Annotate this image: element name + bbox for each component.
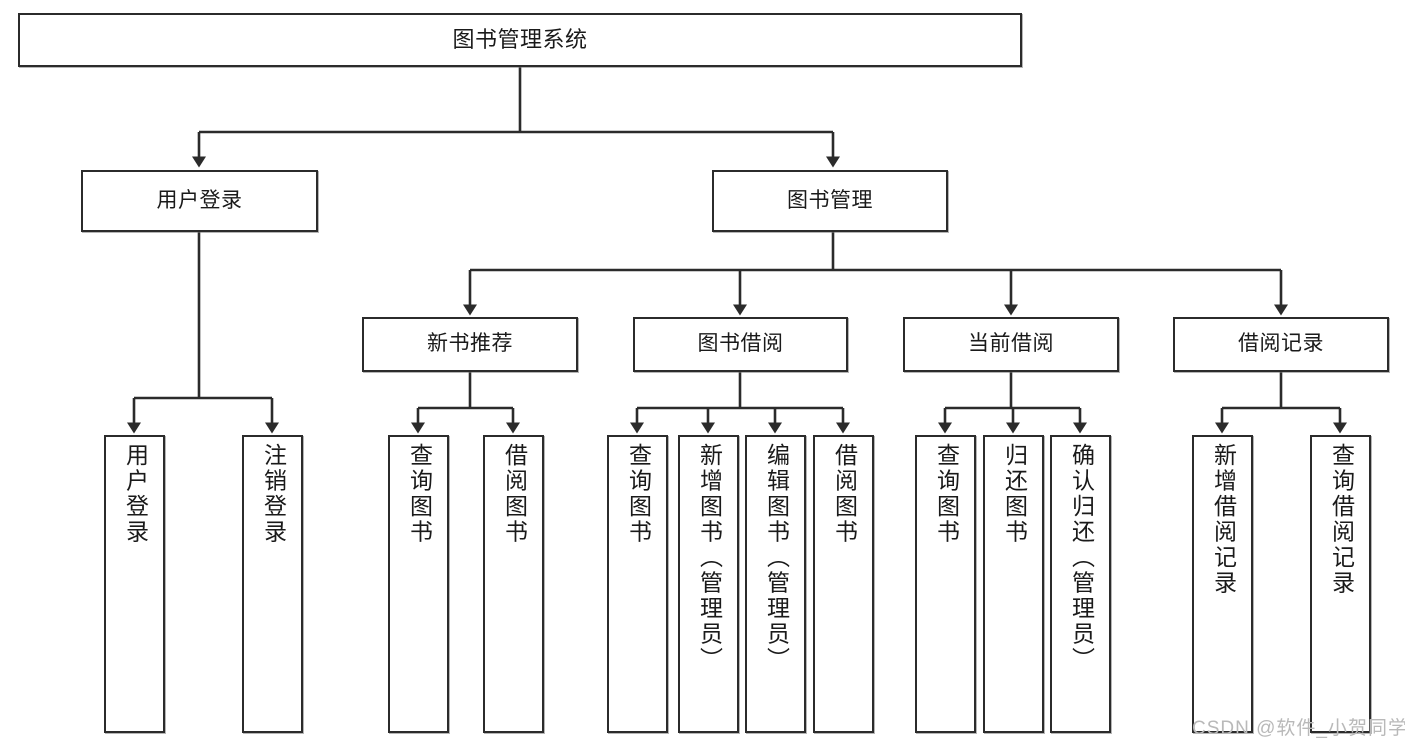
node-label: 新书推荐 <box>427 332 513 356</box>
node-label: 注销登录 <box>260 443 287 545</box>
node-label: 新增图书（管理员） <box>696 443 723 673</box>
node-borrow-record[interactable]: 借阅记录 <box>1173 317 1389 372</box>
watermark-text: CSDN @软件_小贺同学 <box>1192 718 1405 739</box>
node-leaf-query-record[interactable]: 查询借阅记录 <box>1310 435 1371 733</box>
node-label: 查询图书 <box>406 443 433 545</box>
node-leaf-query-book-3[interactable]: 查询图书 <box>915 435 976 733</box>
node-label: 借阅记录 <box>1238 332 1324 356</box>
node-leaf-return-book[interactable]: 归还图书 <box>983 435 1044 733</box>
node-leaf-confirm-return[interactable]: 确认归还（管理员） <box>1050 435 1111 733</box>
node-label: 当前借阅 <box>968 332 1054 356</box>
node-label: 归还图书 <box>1001 443 1028 545</box>
node-label: 查询借阅记录 <box>1328 443 1355 596</box>
node-label: 查询图书 <box>625 443 652 545</box>
node-label: 确认归还（管理员） <box>1068 443 1095 673</box>
node-label: 用户登录 <box>122 443 149 545</box>
node-label: 图书借阅 <box>697 332 784 356</box>
node-leaf-add-book[interactable]: 新增图书（管理员） <box>678 435 739 733</box>
node-label: 用户登录 <box>156 188 243 212</box>
node-label: 图书管理系统 <box>452 27 588 53</box>
node-label: 图书管理 <box>787 188 873 212</box>
node-leaf-borrow-book-1[interactable]: 借阅图书 <box>483 435 544 733</box>
node-leaf-add-record[interactable]: 新增借阅记录 <box>1192 435 1253 733</box>
node-leaf-logout[interactable]: 注销登录 <box>242 435 303 733</box>
node-new-book-recommend[interactable]: 新书推荐 <box>362 317 578 372</box>
node-leaf-borrow-book-2[interactable]: 借阅图书 <box>813 435 874 733</box>
node-current-borrow[interactable]: 当前借阅 <box>903 317 1119 372</box>
node-label: 借阅图书 <box>831 443 858 545</box>
node-leaf-edit-book[interactable]: 编辑图书（管理员） <box>745 435 806 733</box>
node-label: 查询图书 <box>933 443 960 545</box>
node-book-borrow[interactable]: 图书借阅 <box>633 317 848 372</box>
node-leaf-query-book-1[interactable]: 查询图书 <box>388 435 449 733</box>
node-leaf-query-book-2[interactable]: 查询图书 <box>607 435 668 733</box>
node-label: 编辑图书（管理员） <box>763 443 790 673</box>
node-user-login[interactable]: 用户登录 <box>81 170 318 232</box>
node-leaf-user-login[interactable]: 用户登录 <box>104 435 165 733</box>
node-book-manage[interactable]: 图书管理 <box>712 170 948 232</box>
node-root-system[interactable]: 图书管理系统 <box>18 13 1022 67</box>
node-label: 借阅图书 <box>501 443 528 545</box>
node-label: 新增借阅记录 <box>1210 443 1237 596</box>
